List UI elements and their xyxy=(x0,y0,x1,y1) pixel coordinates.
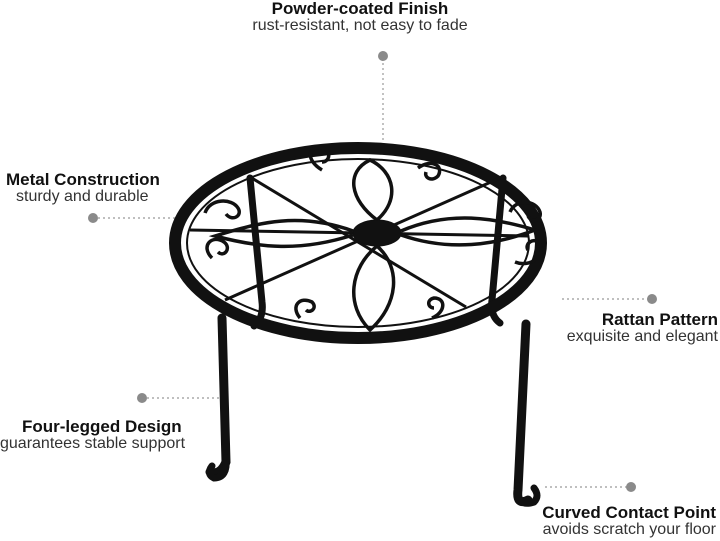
dot-contact xyxy=(626,482,636,492)
callout-title: Metal Construction xyxy=(6,170,160,189)
dot-metal xyxy=(88,213,98,223)
leader-dots xyxy=(88,51,657,492)
dot-rattan xyxy=(647,294,657,304)
callout-subtitle: avoids scratch your floor xyxy=(542,520,716,538)
front-legs xyxy=(205,313,533,507)
callout-four-legged: Four-legged Design guarantees stable sup… xyxy=(0,418,185,453)
callout-title: Four-legged Design xyxy=(22,417,182,436)
callout-subtitle: exquisite and elegant xyxy=(566,327,718,345)
callout-title: Powder-coated Finish xyxy=(271,0,449,18)
callout-title: Curved Contact Point xyxy=(542,503,716,522)
callout-subtitle: sturdy and durable xyxy=(16,187,149,205)
callout-curved-contact: Curved Contact Point avoids scratch your… xyxy=(542,504,716,539)
callout-powder-finish: Powder-coated Finish rust-resistant, not… xyxy=(0,0,720,35)
callout-subtitle: guarantees stable support xyxy=(0,434,186,452)
callout-metal-construction: Metal Construction sturdy and durable xyxy=(6,171,160,206)
callout-subtitle: rust-resistant, not easy to fade xyxy=(252,16,468,34)
dot-legs xyxy=(137,393,147,403)
tabletop-frame xyxy=(169,142,547,344)
leader-lines xyxy=(93,58,652,488)
callout-title: Rattan Pattern xyxy=(601,310,718,329)
feet xyxy=(205,454,541,507)
callout-rattan-pattern: Rattan Pattern exquisite and elegant xyxy=(567,311,718,346)
dot-finish xyxy=(378,51,388,61)
